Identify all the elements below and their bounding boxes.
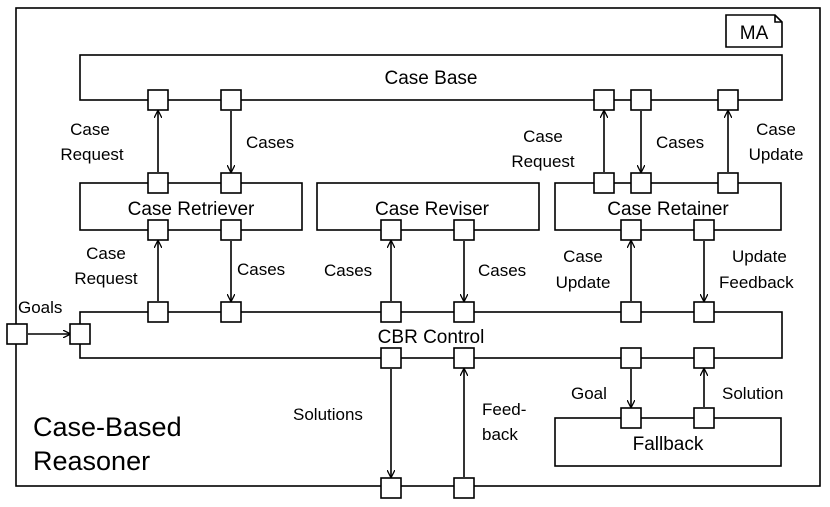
port-case-base-1 (147, 89, 169, 111)
case-base-label: Case Base (385, 68, 478, 89)
case-retriever-box (79, 182, 303, 231)
label-solution: Solution (722, 384, 783, 403)
label-goals: Goals (18, 298, 62, 317)
case-base-box (79, 54, 783, 101)
port-control-top-3 (380, 301, 402, 323)
fallback-label: Fallback (633, 434, 704, 455)
label-case-request-mid-line2: Request (74, 269, 138, 288)
label-case-request-top-right-line2: Request (511, 152, 575, 171)
label-cases-top-left: Cases (246, 133, 294, 152)
label-solutions: Solutions (293, 405, 363, 424)
port-control-top-4 (453, 301, 475, 323)
port-outer-bottom-1 (380, 477, 402, 499)
label-case-update-top-line1: Case (756, 120, 796, 139)
port-control-top-5 (620, 301, 642, 323)
label-case-update-top-line2: Update (749, 145, 804, 164)
label-case-request-top-line2: Request (60, 145, 124, 164)
port-control-bottom-4 (693, 347, 715, 369)
ma-tag-box (725, 14, 783, 48)
case-based-reasoner-label-line1: Case-Based (33, 412, 182, 442)
label-feedback-line2: back (482, 425, 518, 444)
case-reviser-box (316, 182, 540, 231)
port-fallback-top-2 (693, 407, 715, 429)
port-case-base-4 (630, 89, 652, 111)
port-control-bottom-3 (620, 347, 642, 369)
port-control-bottom-1 (380, 347, 402, 369)
port-reviser-bottom-2 (453, 219, 475, 241)
label-update-feedback-line1: Update (732, 247, 787, 266)
port-outer-bottom-2 (453, 477, 475, 499)
fallback-box (554, 417, 782, 467)
cbr-control-box (79, 311, 783, 359)
port-case-base-5 (717, 89, 739, 111)
case-reviser-label: Case Reviser (375, 199, 490, 220)
label-update-feedback-line2: Feedback (719, 273, 794, 292)
port-reviser-bottom-1 (380, 219, 402, 241)
label-case-request-top-right-line1: Case (523, 127, 563, 146)
label-case-request-mid-line1: Case (86, 244, 126, 263)
port-case-base-2 (220, 89, 242, 111)
port-case-base-3 (593, 89, 615, 111)
label-case-request-top-line1: Case (70, 120, 110, 139)
label-case-update-mid-line2: Update (556, 273, 611, 292)
ma-tag-label: MA (740, 23, 769, 44)
port-control-top-1 (147, 301, 169, 323)
port-retainer-bottom-1 (620, 219, 642, 241)
ma-tag-fold (774, 15, 782, 23)
port-control-bottom-2 (453, 347, 475, 369)
label-cases-top-right: Cases (656, 133, 704, 152)
port-control-top-2 (220, 301, 242, 323)
port-outer-left (6, 323, 28, 345)
label-feedback-line1: Feed- (482, 400, 526, 419)
label-case-update-mid-line1: Case (563, 247, 603, 266)
cbr-control-label: CBR Control (378, 327, 485, 348)
label-cases-reviser-down: Cases (478, 261, 526, 280)
port-retainer-top-2 (630, 172, 652, 194)
port-fallback-top-1 (620, 407, 642, 429)
port-retainer-bottom-2 (693, 219, 715, 241)
case-retainer-label: Case Retainer (607, 199, 729, 220)
port-retainer-top-1 (593, 172, 615, 194)
port-control-top-6 (693, 301, 715, 323)
label-cases-mid-left: Cases (237, 260, 285, 279)
label-cases-reviser-up: Cases (324, 261, 372, 280)
label-goal: Goal (571, 384, 607, 403)
port-retainer-top-3 (717, 172, 739, 194)
port-retriever-top-2 (220, 172, 242, 194)
port-control-left (69, 323, 91, 345)
port-retriever-bottom-1 (147, 219, 169, 241)
case-retriever-label: Case Retriever (128, 199, 255, 220)
case-retainer-box (554, 182, 782, 231)
case-based-reasoner-label-line2: Reasoner (33, 446, 150, 476)
port-retriever-bottom-2 (220, 219, 242, 241)
port-retriever-top-1 (147, 172, 169, 194)
